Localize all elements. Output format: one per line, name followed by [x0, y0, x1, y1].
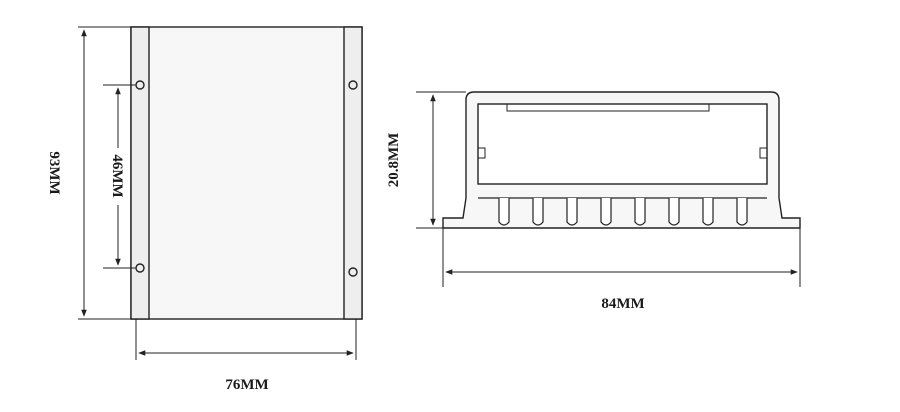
profile-top-groove — [506, 104, 710, 112]
side-width-label: 84MM — [601, 296, 644, 312]
front-hole-spacing-label: 46MM — [109, 154, 125, 197]
side-width-dimension — [442, 228, 801, 287]
side-height-label: 20.8MM — [386, 133, 402, 188]
side-height-dimension — [416, 91, 466, 229]
fin-slot — [566, 198, 578, 226]
left-end-cap — [130, 26, 150, 320]
fin-slot — [634, 198, 646, 226]
profile-inner-cavity — [477, 103, 768, 185]
height-dimension — [78, 26, 131, 320]
front-width-label: 76MM — [225, 377, 268, 393]
fin-slot — [498, 198, 510, 226]
front-view — [78, 26, 363, 360]
fin-slot — [668, 198, 680, 226]
fin-slot — [736, 198, 748, 226]
front-body — [130, 26, 363, 320]
right-end-cap — [343, 26, 363, 320]
side-view — [416, 91, 801, 287]
cooling-fins — [478, 197, 767, 226]
mounting-hole-top-right — [348, 80, 358, 90]
profile-left-slot — [478, 147, 486, 159]
front-height-label: 93MM — [46, 151, 62, 194]
fin-slot — [600, 198, 612, 226]
fin-slot — [702, 198, 714, 226]
profile-right-slot — [759, 147, 767, 159]
width-dimension — [135, 319, 357, 360]
mounting-hole-bottom-right — [348, 267, 358, 277]
fin-slot — [532, 198, 544, 226]
hole-spacing-dimension — [103, 84, 136, 269]
